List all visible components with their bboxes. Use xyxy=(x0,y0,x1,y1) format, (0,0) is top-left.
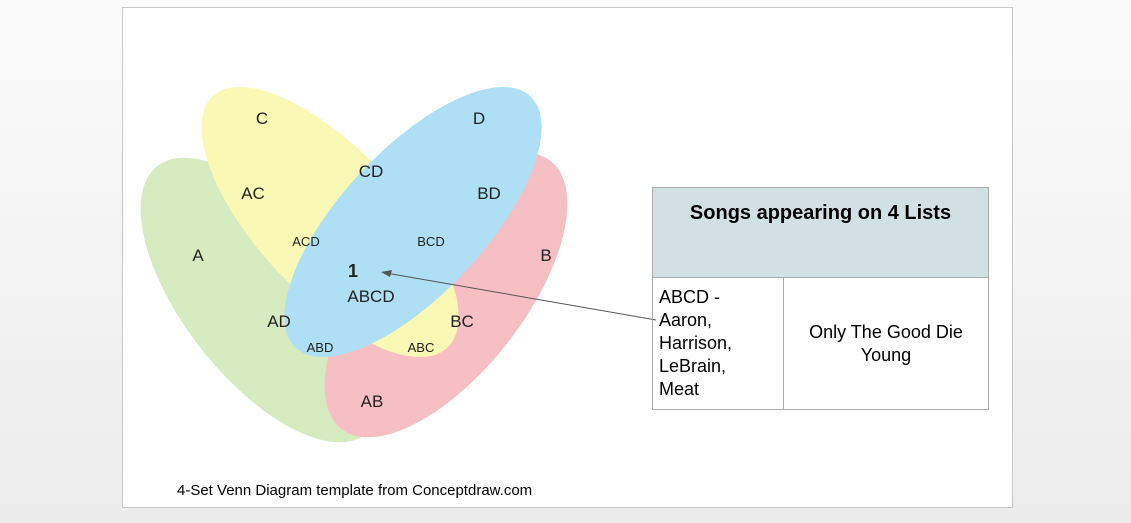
set-a-ellipse xyxy=(140,157,384,443)
table-header: Songs appearing on 4 Lists xyxy=(652,187,989,278)
cell-line: ABCD - xyxy=(659,287,721,307)
table-row: ABCD - Aaron, Harrison, LeBrain, Meat On… xyxy=(652,277,989,410)
cell-line: Only The Good Die xyxy=(809,321,963,342)
region-label-cd: CD xyxy=(359,162,384,181)
region-label-d: D xyxy=(473,109,485,128)
region-label-bd: BD xyxy=(477,184,501,203)
caption: 4-Set Venn Diagram template from Concept… xyxy=(177,482,533,499)
region-label-ab: AB xyxy=(361,392,384,411)
region-label-c: C xyxy=(256,109,268,128)
cell-line: Harrison, xyxy=(659,333,733,353)
region-label-abcd: ABCD xyxy=(347,287,394,306)
region-label-ac: AC xyxy=(241,184,265,203)
cell-line: Young xyxy=(860,344,912,365)
cell-line: Meat xyxy=(659,379,700,399)
cell-line: Aaron, xyxy=(659,310,713,330)
set-d-ellipse xyxy=(284,86,542,358)
cell-line: LeBrain, xyxy=(659,356,727,376)
region-label-bc: BC xyxy=(450,312,474,331)
table-cell-lists: ABCD - Aaron, Harrison, LeBrain, Meat xyxy=(652,277,784,410)
region-label-ad: AD xyxy=(267,312,291,331)
region-label-bcd: BCD xyxy=(417,234,444,249)
table-cell-song: Only The Good Die Young xyxy=(783,277,989,410)
region-label-b: B xyxy=(540,246,551,265)
marker-count: 1 xyxy=(348,261,358,281)
region-label-abd: ABD xyxy=(307,340,334,355)
songs-table: Songs appearing on 4 Lists ABCD - Aaron,… xyxy=(652,187,989,410)
connector-arrow xyxy=(381,270,657,321)
region-label-abc: ABC xyxy=(408,340,435,355)
region-label-a: A xyxy=(192,246,204,265)
region-label-acd: ACD xyxy=(292,234,319,249)
